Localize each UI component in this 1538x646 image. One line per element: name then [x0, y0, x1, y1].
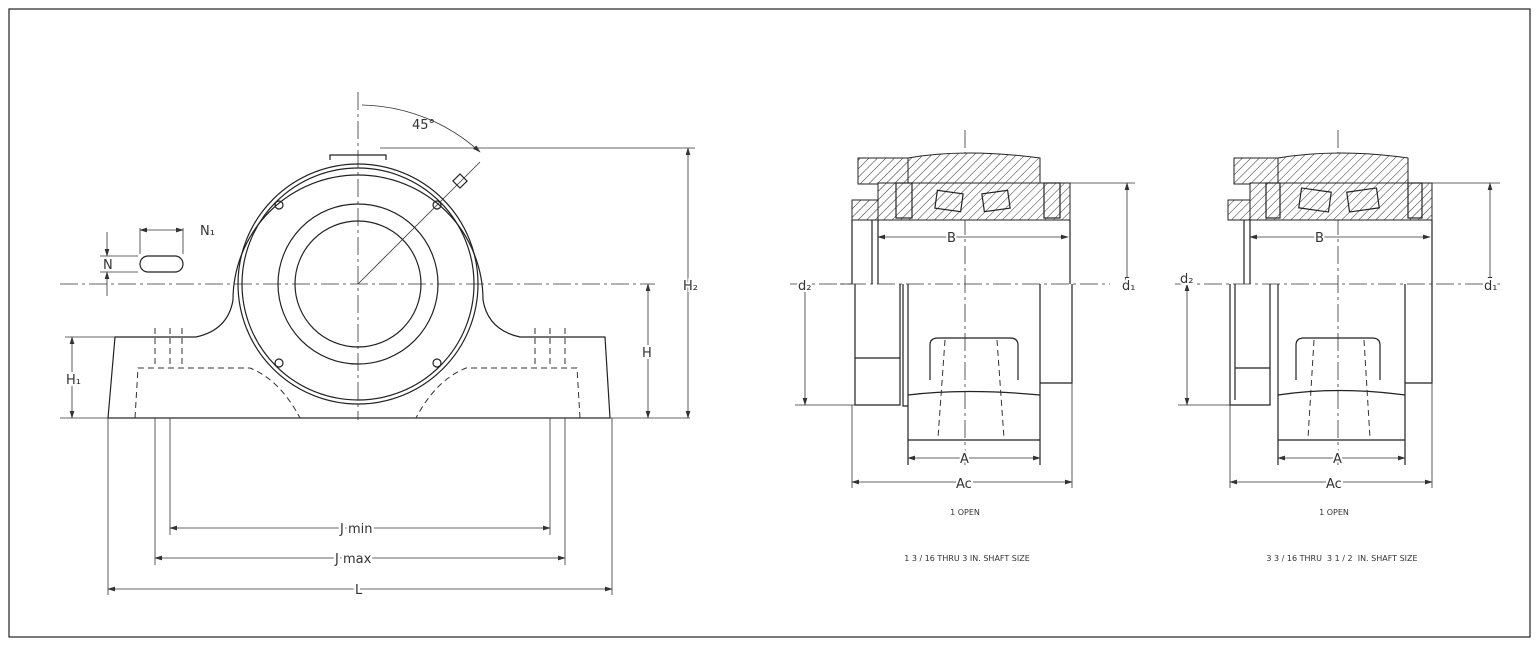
- dim-b-label: B: [947, 231, 956, 246]
- dim-b-label-2: B: [1315, 231, 1324, 246]
- angle-label: 45°: [412, 118, 435, 133]
- front-view: 45° N₁ N H₂ H H₁ J min J max L: [60, 92, 700, 601]
- dim-d2-label: d₂: [798, 279, 811, 294]
- dim-h2-label: H₂: [683, 279, 698, 294]
- dim-ac-label-2: Ac: [1326, 477, 1342, 492]
- section-view-2: B d₂ d₁ A Ac 1 OPEN 3 3 / 16 THRU 3 1 / …: [1175, 130, 1500, 563]
- dim-a-label: A: [960, 452, 969, 467]
- dim-l-label: L: [355, 583, 363, 598]
- drawing-border: [8, 8, 1531, 638]
- dim-n-label: N: [103, 258, 113, 273]
- section-1-caption: 1 OPEN: [950, 508, 980, 517]
- dim-h-label: H: [642, 346, 652, 361]
- dim-d1-label-2: d₁: [1484, 279, 1497, 294]
- dim-n1-label: N₁: [200, 224, 215, 239]
- dim-d2-label-2: d₂: [1180, 272, 1193, 287]
- section-view-1: B d₂ d₁ A Ac 1 OPEN 1 3 / 16 THRU 3 IN. …: [790, 130, 1137, 563]
- section-2-shaft-size: 3 3 / 16 THRU 3 1 / 2 IN. SHAFT SIZE: [1266, 554, 1417, 563]
- section-2-caption: 1 OPEN: [1319, 508, 1349, 517]
- dim-j-min-label: J min: [339, 522, 372, 537]
- dim-d1-label: d₁: [1122, 279, 1135, 294]
- dim-a-label-2: A: [1333, 452, 1342, 467]
- section-1-shaft-size: 1 3 / 16 THRU 3 IN. SHAFT SIZE: [904, 554, 1030, 563]
- dim-j-max-label: J max: [334, 552, 372, 567]
- dim-h1-label: H₁: [66, 373, 81, 388]
- dim-ac-label: Ac: [956, 477, 972, 492]
